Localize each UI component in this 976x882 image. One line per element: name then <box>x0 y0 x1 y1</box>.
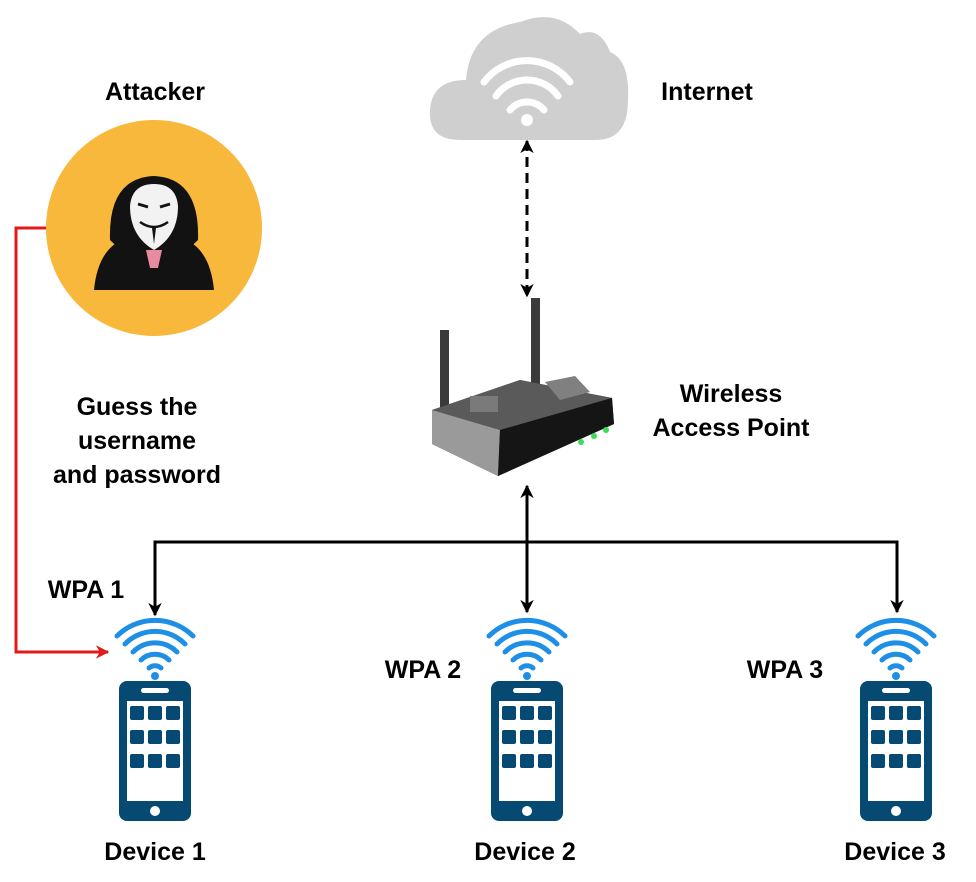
hacker-icon <box>46 120 262 336</box>
device2-label: Device 2 <box>474 838 575 866</box>
device1-link <box>148 540 527 617</box>
ap-label-line1: Wireless <box>680 380 783 408</box>
attacker-label: Attacker <box>105 78 205 106</box>
smartphone-icon <box>491 681 563 821</box>
smartphone-icon <box>119 681 191 821</box>
router-icon <box>432 298 614 476</box>
device3-label: Device 3 <box>844 838 945 866</box>
wifi-icon <box>858 620 934 680</box>
guess-label-line1: Guess the <box>77 393 198 421</box>
device3-link <box>527 540 904 614</box>
attack-path <box>14 226 110 659</box>
wpa2-label: WPA 2 <box>385 656 461 684</box>
wpa1-label: WPA 1 <box>48 576 124 604</box>
wpa3-label: WPA 3 <box>747 656 823 684</box>
device1-label: Device 1 <box>104 838 206 866</box>
cloud-wifi-icon <box>429 17 629 141</box>
wifi-icon <box>117 620 193 680</box>
wifi-icon <box>489 620 565 680</box>
smartphone-icon <box>860 681 932 821</box>
internet-label: Internet <box>661 78 753 106</box>
guess-label-line2: username <box>78 427 196 455</box>
guess-label-line3: and password <box>53 461 221 489</box>
ap-label-line2: Access Point <box>652 414 810 442</box>
